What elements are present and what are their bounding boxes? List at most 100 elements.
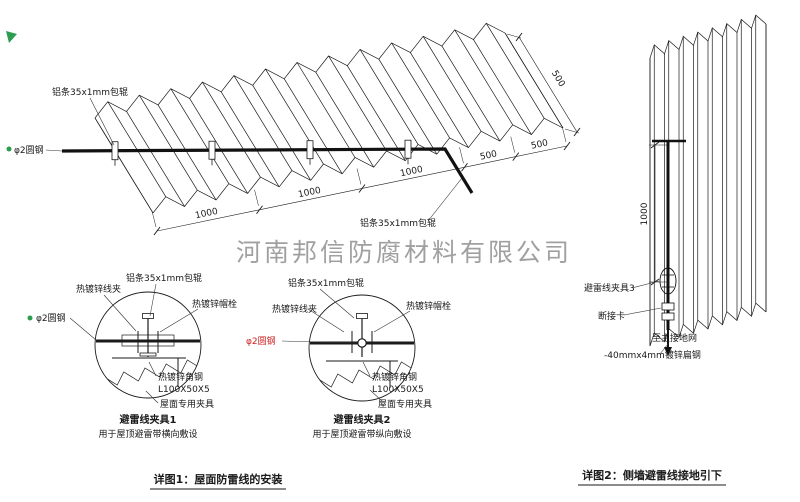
leader-line [89, 97, 115, 146]
washer-rect [139, 352, 157, 357]
dim-500-2: 500 [530, 138, 549, 151]
line-segment [561, 125, 567, 143]
leader-line [623, 307, 662, 316]
wall-dimension-lines [649, 141, 668, 286]
c2-label-alu-strip: 铝条35x1mm包辊 [288, 277, 364, 289]
line-segment [518, 36, 578, 133]
c2-label-round-steel: φ2圆钢 [246, 335, 276, 347]
line-segment [356, 168, 362, 185]
line-segment [328, 55, 387, 152]
detail2-leader-lines [281, 288, 411, 402]
wire-clamp [404, 139, 412, 159]
corrugation-zigzag [94, 22, 506, 119]
leader-line [631, 280, 660, 289]
line-segment [151, 210, 157, 228]
corrugation-zigzag [309, 361, 415, 392]
leader-line [69, 317, 97, 341]
leader-line [148, 361, 157, 377]
line-segment [359, 49, 419, 145]
leader-line [159, 308, 199, 333]
c2-label-angle-spec: L100X50X5 [372, 385, 424, 395]
line-segment [485, 23, 545, 119]
dim-1000-2: 1000 [297, 186, 322, 200]
roof-label-alu-strip-top: 铝条35x1mm包辊 [52, 86, 128, 98]
line-segment [139, 95, 198, 191]
break-card-rect [661, 302, 675, 311]
detail-circle-2: 铝条35x1mm包辊 热镀锌帽栓 热镀锌线夹 φ2圆钢 热镀锌角钢 L100X5… [246, 277, 451, 440]
leader-line [281, 340, 357, 344]
wall-label-flat-steel: -40mmx4mm镀锌扁钢 [604, 349, 701, 361]
detail-circle-1-outline [94, 291, 202, 399]
line-segment [454, 29, 513, 125]
leader-line [307, 308, 345, 333]
c1-label-angle-steel: 热镀锌角钢 [158, 371, 203, 383]
dim-1000-1: 1000 [194, 207, 219, 221]
line-segment [441, 45, 501, 142]
line-segment [315, 72, 375, 168]
line-segment [283, 78, 343, 174]
leader-line [145, 390, 159, 404]
wall-label-break-card: 断接卡 [598, 310, 625, 322]
roof-lightning-wire [61, 139, 474, 194]
c2-label-bolt: 热镀锌帽栓 [406, 300, 451, 312]
caption-detail1: 详图1：屋面防雷线的安装 [154, 472, 283, 486]
line-segment [347, 65, 406, 161]
line-segment [461, 162, 468, 172]
c1-label-angle-spec: L100X50X5 [158, 385, 210, 395]
wire-clamp [111, 141, 119, 161]
line-segment [170, 88, 230, 184]
c1-label-alu-strip: 铝条35x1mm包辊 [126, 272, 202, 284]
line-segment [512, 152, 520, 161]
wire-cross-section-dot [357, 338, 367, 348]
dim-1000-3: 1000 [399, 165, 424, 179]
detail-circle-1: 热镀锌线夹 铝条35x1mm包辊 热镀锌帽栓 φ2圆钢 热镀锌角钢 L100X5… [27, 272, 237, 440]
line-segment [563, 141, 571, 151]
line-segment [202, 81, 261, 178]
wall-label-clamp3: 避雷线夹具3 [584, 282, 635, 294]
line-segment [189, 98, 248, 194]
roof-leader-lines [45, 97, 463, 222]
roof-label-round-steel: φ2圆钢 [14, 144, 44, 156]
c2-title: 避雷线夹具2 [333, 413, 391, 426]
line-segment [564, 128, 580, 134]
line-segment [510, 136, 515, 153]
leader-line [369, 389, 383, 402]
green-marker-icon [27, 315, 33, 321]
line-segment [378, 58, 438, 155]
bolt-nut-rect [142, 313, 154, 319]
detail-circle-2-outline [308, 294, 416, 402]
line-segment [233, 75, 293, 171]
corrugation-zigzag [152, 117, 564, 214]
c1-label-bolt: 热镀锌帽栓 [192, 298, 237, 310]
green-stamp-icon [6, 31, 17, 43]
c2-subtitle: 用于屋顶避雷带纵向敷设 [312, 428, 411, 440]
leader-line [45, 149, 63, 152]
roof-label-alu-strip-bottom: 铝条35x1mm包辊 [360, 217, 436, 229]
line-segment [157, 104, 217, 201]
corrugation-zigzag [95, 359, 201, 390]
roof-corrugated-sheet [94, 22, 564, 214]
detail1-roof-profile [95, 359, 201, 390]
roof-dimension-lines [151, 32, 581, 236]
dim-500-side: 500 [549, 69, 567, 89]
wall-dim-1000: 1000 [640, 202, 650, 225]
dim-500-1: 500 [479, 149, 498, 162]
line-segment [410, 52, 469, 148]
line-segment [254, 189, 259, 206]
lightning-wire-path [61, 147, 474, 194]
wall-leader-lines [623, 280, 669, 355]
break-card-rect [661, 312, 675, 321]
detail2-clamp-assembly [310, 313, 414, 388]
wire-clamp [208, 140, 216, 160]
line-segment [391, 42, 450, 139]
detail2-roof-profile [309, 361, 415, 392]
caption-detail2: 详图2：侧墙避雷线接地引下 [582, 468, 722, 482]
leader-line [362, 361, 371, 377]
wall-down-conductor [652, 139, 686, 356]
leader-line [319, 288, 355, 319]
line-segment [153, 226, 161, 236]
wire-clamp [306, 140, 314, 160]
line-segment [296, 62, 356, 158]
